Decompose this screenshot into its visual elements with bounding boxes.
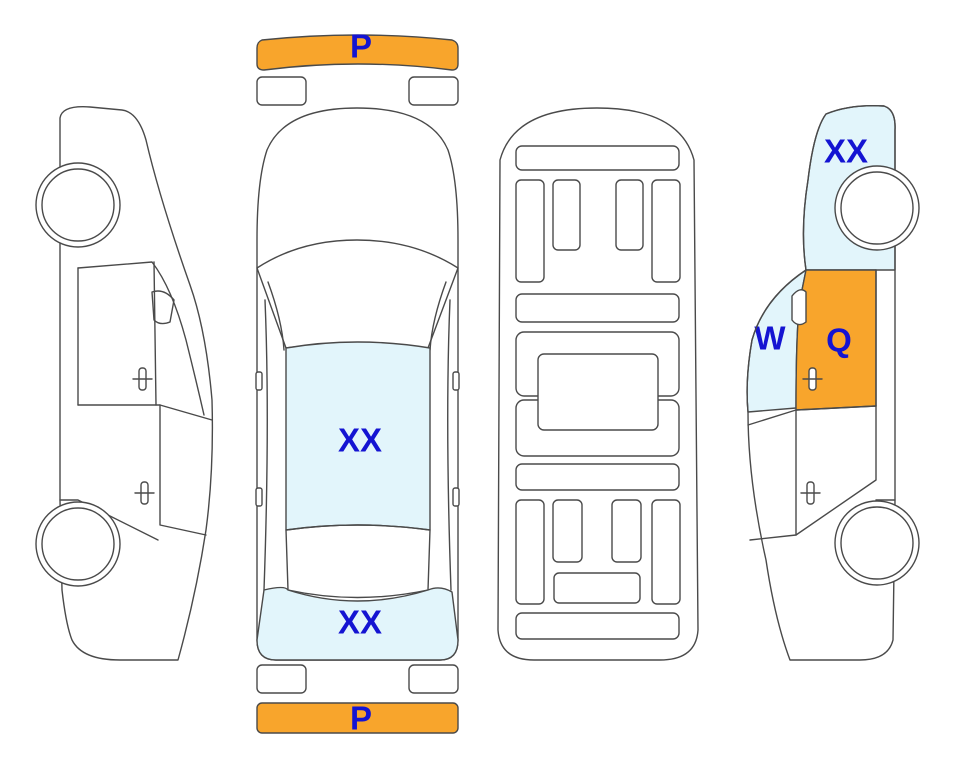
trunk-lid-code: XX (338, 604, 382, 641)
right-side-door-edge (749, 409, 797, 541)
right-side-body-outline (746, 104, 896, 661)
right-rear-wheel (834, 500, 920, 586)
hood-code: XX (338, 422, 382, 459)
trunk-lid-zone (256, 586, 459, 661)
front-left-light (256, 76, 307, 106)
right-front-wheel (834, 165, 920, 251)
front-bumper-code: P (350, 28, 372, 65)
left-rear-door-handle-icon (134, 481, 155, 505)
left-side-rear-door (159, 404, 207, 536)
underbody-rear-right-arm (611, 499, 642, 563)
left-front-wheel (35, 162, 121, 248)
underbody-center-panel (537, 353, 659, 431)
a-pillar-right-line (429, 281, 447, 351)
left-side-belt-line (77, 404, 213, 421)
underbody-outline (497, 107, 699, 661)
left-side-window-line (77, 261, 205, 416)
right-rear-handle-top (452, 487, 460, 507)
underbody-rear-bumper-beam (515, 612, 680, 640)
front-right-light (408, 76, 459, 106)
rear-right-light (408, 664, 459, 694)
underbody-rear-crossmember (553, 572, 641, 604)
left-side-mirror (151, 290, 175, 325)
left-front-door-handle-icon (132, 367, 153, 391)
underbody-front-right-rail (651, 179, 681, 283)
underbody-front-crossmember (515, 145, 680, 171)
rear-left-light (256, 664, 307, 694)
right-a-pillar-code: W (754, 320, 786, 357)
right-mirror-top (452, 371, 460, 391)
windshield (256, 239, 459, 349)
left-mirror-top (255, 371, 263, 391)
underbody-front-subframe (515, 293, 680, 323)
right-side-windows (447, 299, 452, 591)
front-bumper-zone (256, 34, 459, 71)
underbody-rear-left-rail (515, 499, 545, 605)
underbody-rear-left-arm (552, 499, 583, 563)
underbody-rear-subframe (515, 463, 680, 491)
rear-bumper-zone (256, 702, 459, 734)
right-front-door-code: Q (826, 322, 852, 359)
underbody-front-left-arm (552, 179, 581, 251)
right-front-fender-code: XX (824, 133, 868, 170)
left-side-body-outline (59, 106, 214, 661)
rear-window (285, 524, 431, 599)
right-front-door-handle-icon (802, 367, 823, 391)
left-side-sill (59, 499, 159, 541)
top-view: P XX XX P (255, 28, 460, 737)
underbody-front-left-rail (515, 179, 545, 283)
underbody-view (497, 107, 699, 661)
left-rear-handle-top (255, 487, 263, 507)
underbody-rear-right-rail (651, 499, 681, 605)
underbody-front-right-arm (615, 179, 644, 251)
left-side-view (35, 106, 214, 661)
left-side-door-edge (153, 261, 157, 406)
a-pillar-left-line (267, 281, 285, 351)
right-rear-door-handle-icon (800, 481, 821, 505)
right-side-view: XX W Q (746, 104, 920, 661)
rear-bumper-code: P (350, 700, 372, 737)
left-side-windows (263, 299, 268, 591)
right-side-mirror (791, 289, 807, 326)
left-rear-wheel (35, 501, 121, 587)
right-side-rear-door (795, 405, 877, 536)
